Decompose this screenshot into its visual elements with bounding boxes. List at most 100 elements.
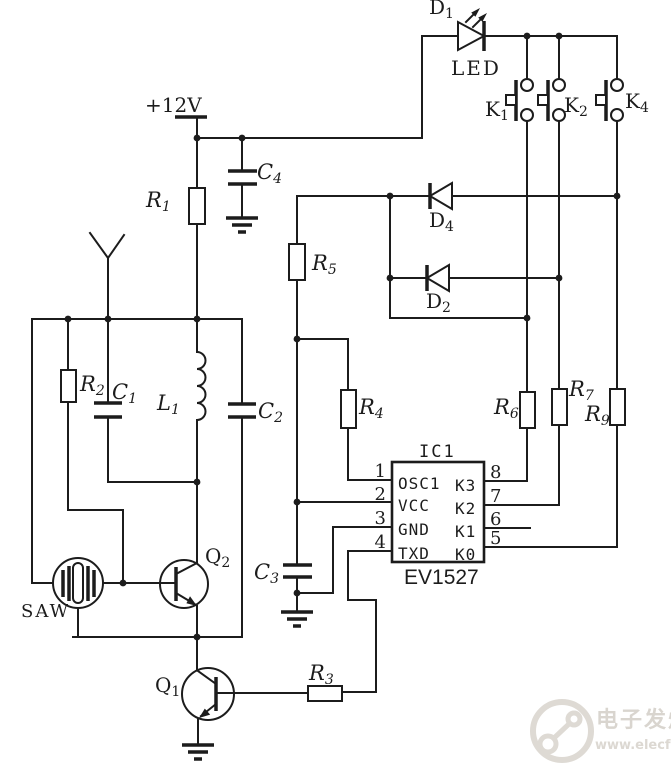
button-k2: K2 <box>537 78 588 122</box>
capacitor-c1: C1 <box>94 380 137 419</box>
k2-plunger <box>537 94 549 106</box>
pin3-number: 3 <box>375 508 386 529</box>
power-label: +12V <box>145 93 202 117</box>
button-k4: K4 <box>595 78 649 122</box>
wire-r2-to-base <box>67 401 124 584</box>
pin7-name: K2 <box>455 499 476 518</box>
resistor-r6: R6 <box>493 391 536 429</box>
wire-gnd-pin3 <box>296 526 393 594</box>
q1-collector-lead <box>196 669 218 686</box>
c2-label: C2 <box>258 399 283 426</box>
saw-resonator: SAW <box>21 557 104 622</box>
ic1-ev1527: IC1 EV1527 1 2 3 4 OSC1 VCC GND TXD 8 7 … <box>375 442 502 589</box>
d4-triangle <box>428 181 453 211</box>
led-arrow-1-head <box>471 8 480 17</box>
d1-label: D1 <box>429 0 454 22</box>
wire-txd-to-r3 <box>341 550 393 693</box>
capacitor-c2: C2 <box>228 399 283 426</box>
r1-body <box>188 187 206 225</box>
saw-label: SAW <box>21 601 70 622</box>
wiring <box>31 35 618 745</box>
k2-label: K2 <box>564 93 588 120</box>
wire-r6-to-pin8 <box>485 427 528 482</box>
q1-ground-icon <box>182 743 214 761</box>
led-d1: D1 LED <box>429 0 501 80</box>
r1-label: R1 <box>145 188 171 215</box>
pin8-number: 8 <box>490 462 501 483</box>
transistor-q1: Q1 <box>155 667 235 761</box>
k4-bottom-contact <box>610 108 624 122</box>
r3-body <box>307 685 343 702</box>
elecfans-logo-icon <box>530 699 594 763</box>
pin4-number: 4 <box>375 532 386 553</box>
r2-label: R2 <box>79 372 105 399</box>
c4-label: C4 <box>257 160 282 187</box>
r7-label: R7 <box>568 377 594 404</box>
inductor-l1: L1 <box>156 350 207 422</box>
r6-body <box>519 391 536 429</box>
c4-ground-icon <box>226 216 258 234</box>
watermark: 电子发烧友 www.elecfans.com <box>530 699 671 763</box>
pin5-name: K0 <box>455 545 476 564</box>
resistor-r3: R3 <box>307 661 343 702</box>
wire-r9-to-pin5 <box>485 424 618 548</box>
r4-label: R4 <box>358 395 384 422</box>
d4-label: D4 <box>429 208 454 235</box>
resistor-r1: R1 <box>145 187 206 225</box>
q1-label: Q1 <box>155 673 180 700</box>
antenna-icon <box>88 231 126 260</box>
wire-r4-to-pin1 <box>347 427 393 481</box>
power-supply-12v: +12V <box>145 93 207 119</box>
pin7-number: 7 <box>490 486 501 507</box>
k1-bottom-contact <box>520 108 534 122</box>
resistor-r9: R9 <box>584 388 626 429</box>
r5-label: R5 <box>311 251 337 278</box>
r9-body <box>609 388 626 426</box>
pin3-name: GND <box>398 520 430 539</box>
saw-center-electrode <box>72 562 84 604</box>
led-label: LED <box>451 56 501 80</box>
wire-d4-row <box>296 195 618 245</box>
k4-top-contact <box>610 78 624 92</box>
diode-d2: D2 <box>425 263 451 316</box>
q2-collector-lead <box>174 561 199 576</box>
q1-emitter-arrow <box>199 708 211 718</box>
watermark-title: 电子发烧友 <box>596 707 671 733</box>
c3-ground-icon <box>281 610 313 628</box>
ic1-part-label: EV1527 <box>404 566 479 589</box>
capacitor-c4: C4 <box>226 160 282 234</box>
k1-label: K1 <box>485 97 509 124</box>
r2-body <box>60 369 77 403</box>
resistor-r5: R5 <box>288 243 337 281</box>
l1-label: L1 <box>156 391 180 418</box>
q2-label: Q2 <box>205 544 230 571</box>
wire-diode-bus-to-k1 <box>389 195 528 319</box>
wire-c1-to-collector <box>107 416 198 483</box>
r5-body <box>288 243 306 281</box>
pin2-name: VCC <box>398 496 430 515</box>
l1-coil <box>195 350 207 422</box>
resistor-r7: R7 <box>551 377 594 426</box>
capacitor-c3: C3 <box>254 560 313 628</box>
watermark-url: www.elecfans.com <box>595 738 671 753</box>
k1-plunger <box>505 94 517 106</box>
pin8-name: K3 <box>455 476 476 495</box>
wire-led-to-k4 <box>483 35 618 80</box>
transistor-q2: Q2 <box>159 544 230 609</box>
k2-top-contact <box>552 78 566 92</box>
d2-label: D2 <box>426 289 451 316</box>
k2-bottom-contact <box>552 108 566 122</box>
led-arrow-2-head <box>478 13 487 22</box>
pin1-number: 1 <box>375 461 386 482</box>
wire-r5-to-r4 <box>296 338 349 391</box>
junction-dots <box>64 32 621 641</box>
antenna-arms <box>88 231 126 260</box>
q2-emitter-arrow <box>186 596 197 606</box>
r4-body <box>340 389 357 429</box>
wire-12v-rail <box>196 35 459 139</box>
pin6-number: 6 <box>490 509 501 530</box>
pin5-number: 5 <box>490 528 501 549</box>
diode-d4: D4 <box>428 181 454 235</box>
